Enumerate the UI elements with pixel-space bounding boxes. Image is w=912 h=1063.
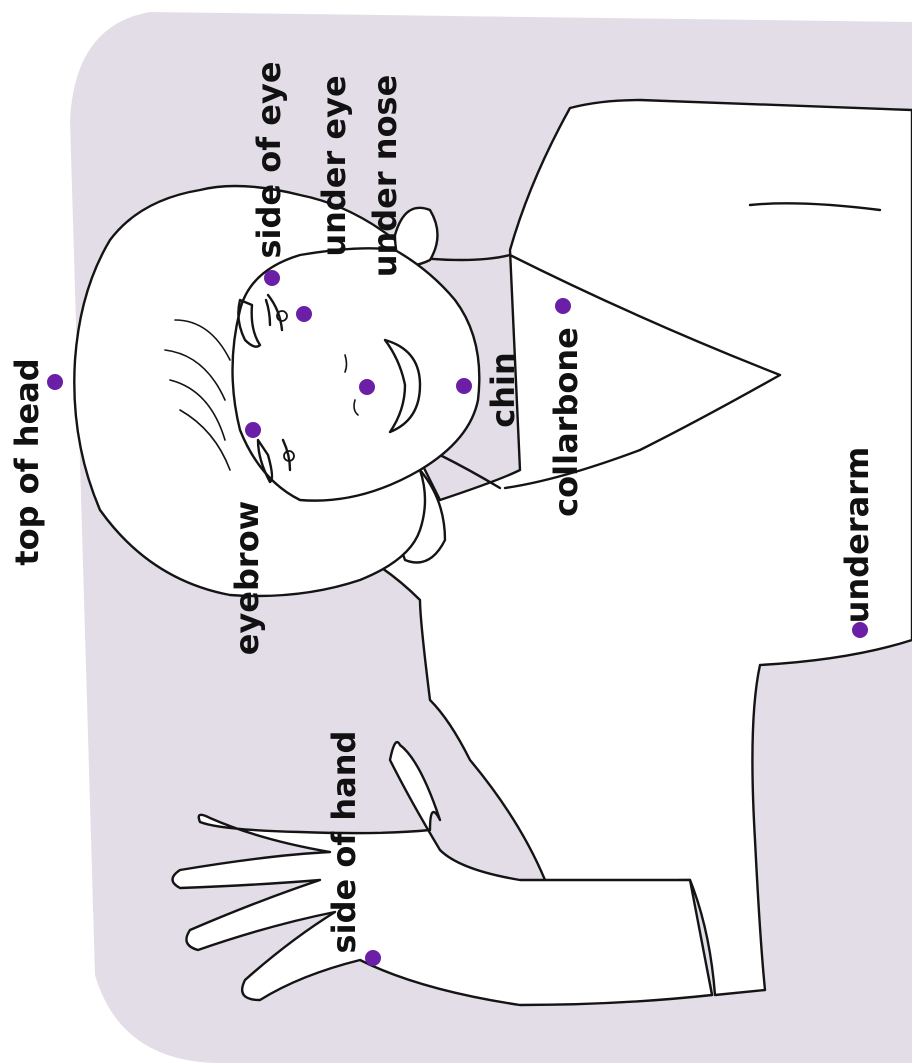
point-under-eye[interactable] (296, 306, 312, 322)
label-collarbone: collarbone (547, 327, 585, 517)
label-chin: chin (484, 352, 522, 428)
label-eyebrow: eyebrow (228, 501, 266, 656)
point-side-of-eye[interactable] (264, 270, 280, 286)
label-under-nose: under nose (366, 75, 404, 278)
point-chin[interactable] (456, 378, 472, 394)
label-under-eye: under eye (315, 75, 353, 256)
label-side-of-eye: side of eye (250, 61, 288, 258)
point-underarm[interactable] (852, 622, 868, 638)
label-side-of-hand: side of hand (325, 731, 363, 954)
point-under-nose[interactable] (359, 379, 375, 395)
point-top-of-head[interactable] (47, 374, 63, 390)
point-collarbone[interactable] (555, 298, 571, 314)
label-underarm: underarm (838, 447, 876, 624)
label-top-of-head: top of head (8, 358, 46, 565)
point-eyebrow[interactable] (245, 422, 261, 438)
point-side-of-hand[interactable] (365, 950, 381, 966)
